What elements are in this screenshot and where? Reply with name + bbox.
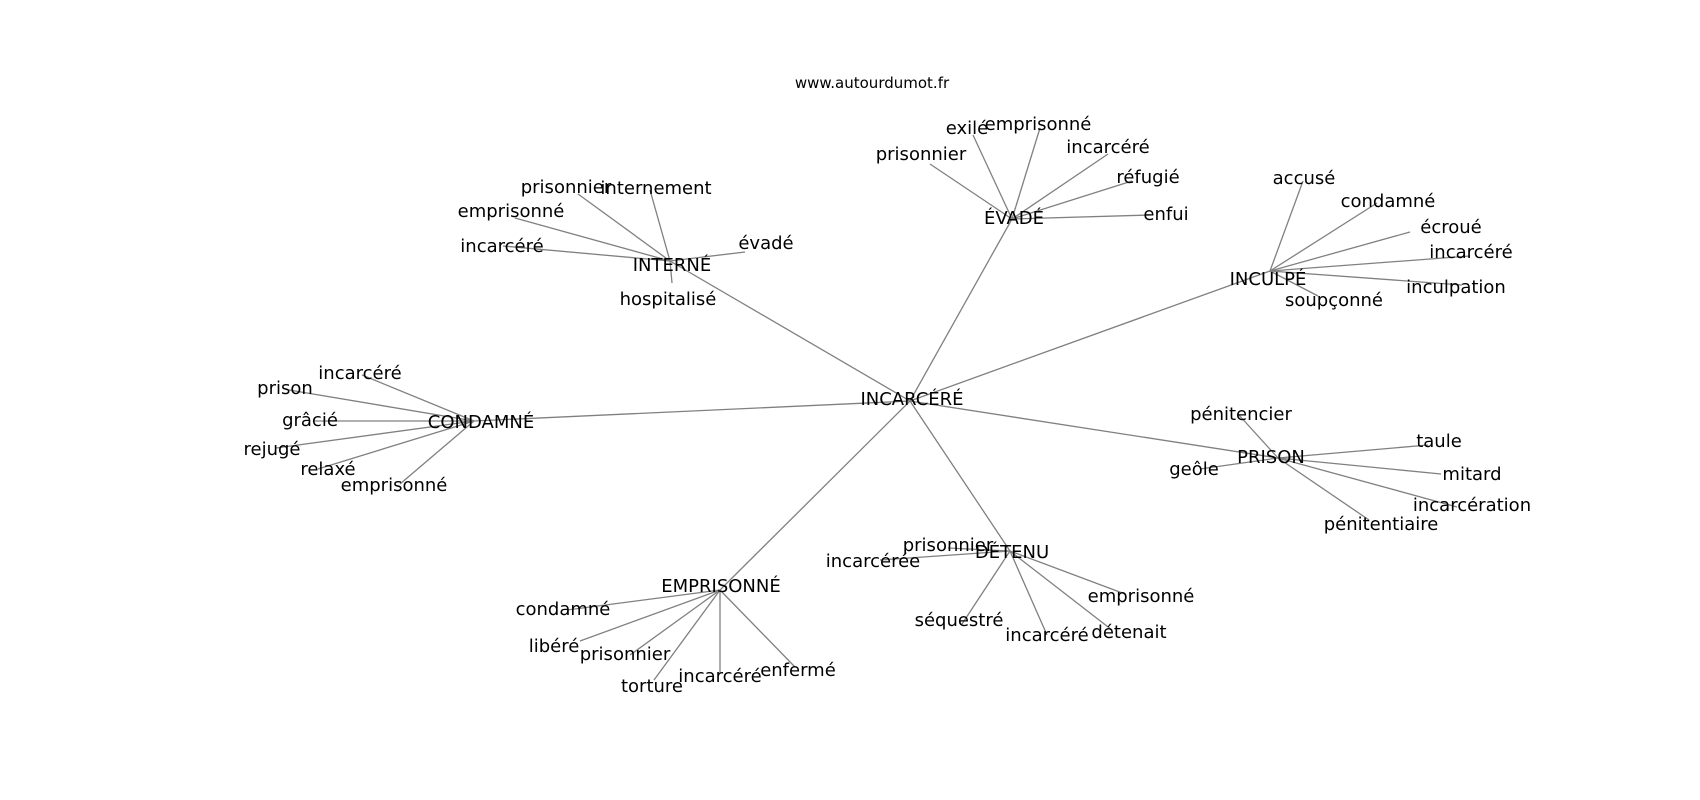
edge-hub-leaf [1269, 270, 1319, 297]
leaf-word-node[interactable]: incarcéré [1005, 625, 1088, 646]
leaf-word-node[interactable]: condamné [516, 599, 611, 620]
leaf-word-node[interactable]: incarcéré [318, 363, 401, 384]
leaf-word-node[interactable]: rejugé [244, 439, 301, 460]
leaf-word-node[interactable]: prisonnier [580, 644, 671, 665]
leaf-word-node[interactable]: accusé [1273, 168, 1336, 189]
edge-hub-leaf [1011, 180, 1133, 220]
leaf-word-node[interactable]: geôle [1169, 459, 1219, 480]
leaf-word-node[interactable]: relaxé [300, 459, 355, 480]
leaf-word-node[interactable]: prison [257, 378, 313, 399]
edge-hub-leaf [399, 420, 475, 485]
edge-center-hub [473, 400, 911, 422]
edge-hub-leaf [1269, 202, 1378, 272]
leaf-word-node[interactable]: évadé [738, 233, 793, 254]
leaf-word-node[interactable]: prisonnier [521, 177, 612, 198]
edge-hub-leaf [1269, 270, 1463, 286]
edge-hub-leaf [317, 420, 475, 470]
edge-hub-leaf [566, 589, 721, 611]
edge-hub-leaf [1199, 457, 1279, 470]
edge-hub-leaf [288, 389, 475, 422]
edge-hub-leaf [669, 260, 673, 284]
edge-hub-leaf [1269, 255, 1471, 272]
edge-hub-leaf [502, 245, 671, 262]
edge-hub-leaf [653, 589, 721, 681]
center-word-node[interactable]: INCARCÉRÉ [860, 388, 963, 410]
leaf-word-node[interactable]: mitard [1442, 464, 1501, 485]
leaf-word-node[interactable]: grâcié [282, 410, 338, 431]
edge-hub-leaf [275, 420, 475, 449]
leaf-word-node[interactable]: incarcéré [1066, 137, 1149, 158]
edge-center-hub [909, 218, 1013, 402]
hub-word-node[interactable]: INTERNÉ [633, 254, 712, 276]
edge-hub-leaf [1277, 457, 1458, 508]
edge-hub-leaf [514, 217, 671, 262]
edge-center-hub [909, 400, 1011, 552]
leaf-word-node[interactable]: incarcéré [460, 236, 543, 257]
edge-hub-leaf [1009, 550, 1048, 636]
edge-hub-leaf [1269, 231, 1411, 272]
hub-word-node[interactable]: ÉVADÉ [984, 207, 1044, 229]
leaf-word-node[interactable]: incarcéré [678, 666, 761, 687]
leaf-word-node[interactable]: soupçonné [1285, 290, 1383, 311]
edge-hub-leaf [1011, 127, 1041, 220]
edge-hub-leaf [879, 550, 1011, 561]
hub-word-node[interactable]: DÉTENU [975, 541, 1049, 563]
leaf-word-node[interactable]: hospitalisé [620, 289, 717, 310]
edge-hub-leaf [1009, 550, 1113, 631]
leaf-word-node[interactable]: incarcération [1413, 495, 1531, 516]
edge-hub-leaf [1237, 413, 1279, 459]
leaf-word-node[interactable]: incarcéré [1429, 242, 1512, 263]
leaf-word-node[interactable]: enfui [1143, 204, 1188, 225]
hub-word-node[interactable]: EMPRISONNÉ [661, 575, 780, 597]
edge-center-hub [909, 270, 1271, 402]
edge-hub-leaf [1009, 550, 1126, 595]
leaf-word-node[interactable]: détenait [1091, 622, 1166, 643]
edge-hub-leaf [649, 189, 671, 262]
edge-center-hub [719, 400, 911, 591]
leaf-word-node[interactable]: inculpation [1406, 277, 1506, 298]
leaf-word-node[interactable]: libéré [529, 636, 580, 657]
leaf-word-node[interactable]: écroué [1420, 217, 1481, 238]
leaf-word-node[interactable]: torture [621, 676, 683, 697]
edge-hub-leaf [1011, 214, 1151, 220]
watermark: www.autourdumot.fr [795, 74, 950, 92]
edge-hub-leaf [579, 589, 721, 642]
edge-hub-leaf [929, 163, 1013, 220]
leaf-word-node[interactable]: internement [600, 178, 711, 199]
edge-hub-leaf [1269, 180, 1304, 272]
edge-hub-leaf [1277, 444, 1429, 459]
edge-hub-leaf [1011, 153, 1109, 220]
leaf-word-node[interactable]: emprisonné [1088, 586, 1195, 607]
edge-hub-leaf [629, 589, 721, 656]
edge-hub-leaf [577, 193, 671, 262]
leaf-word-node[interactable]: pénitentiaire [1324, 514, 1439, 535]
edge-center-hub [669, 260, 911, 402]
leaf-word-node[interactable]: séquestré [915, 610, 1004, 631]
edge-hub-leaf [1277, 457, 1370, 521]
edge-hub-leaf [1277, 457, 1442, 475]
hub-word-node[interactable]: INCULPÉ [1230, 268, 1307, 290]
edge-hub-leaf [947, 547, 1011, 552]
leaf-word-node[interactable]: pénitencier [1190, 404, 1292, 425]
leaf-word-node[interactable]: prisonnier [876, 144, 967, 165]
edge-hub-leaf [961, 550, 1011, 625]
leaf-word-node[interactable]: prisonnier [903, 535, 994, 556]
leaf-word-node[interactable]: incarcérée [826, 551, 920, 572]
leaf-word-node[interactable]: emprisonné [985, 114, 1092, 135]
edge-center-hub [909, 400, 1279, 459]
leaf-word-node[interactable]: exilé [946, 118, 989, 139]
leaf-word-node[interactable]: enfermé [760, 660, 836, 681]
leaf-word-node[interactable]: emprisonné [341, 475, 448, 496]
hub-word-node[interactable]: PRISON [1237, 447, 1305, 468]
hub-word-node[interactable]: CONDAMNÉ [428, 411, 534, 433]
leaf-word-node[interactable]: taule [1416, 431, 1462, 452]
edge-hub-leaf [361, 374, 475, 422]
edge-hub-leaf [972, 134, 1013, 220]
leaf-word-node[interactable]: réfugié [1116, 167, 1179, 188]
leaf-word-node[interactable]: emprisonné [458, 201, 565, 222]
edge-hub-leaf [719, 589, 796, 668]
leaf-word-node[interactable]: condamné [1341, 191, 1436, 212]
edge-hub-leaf [669, 251, 746, 262]
